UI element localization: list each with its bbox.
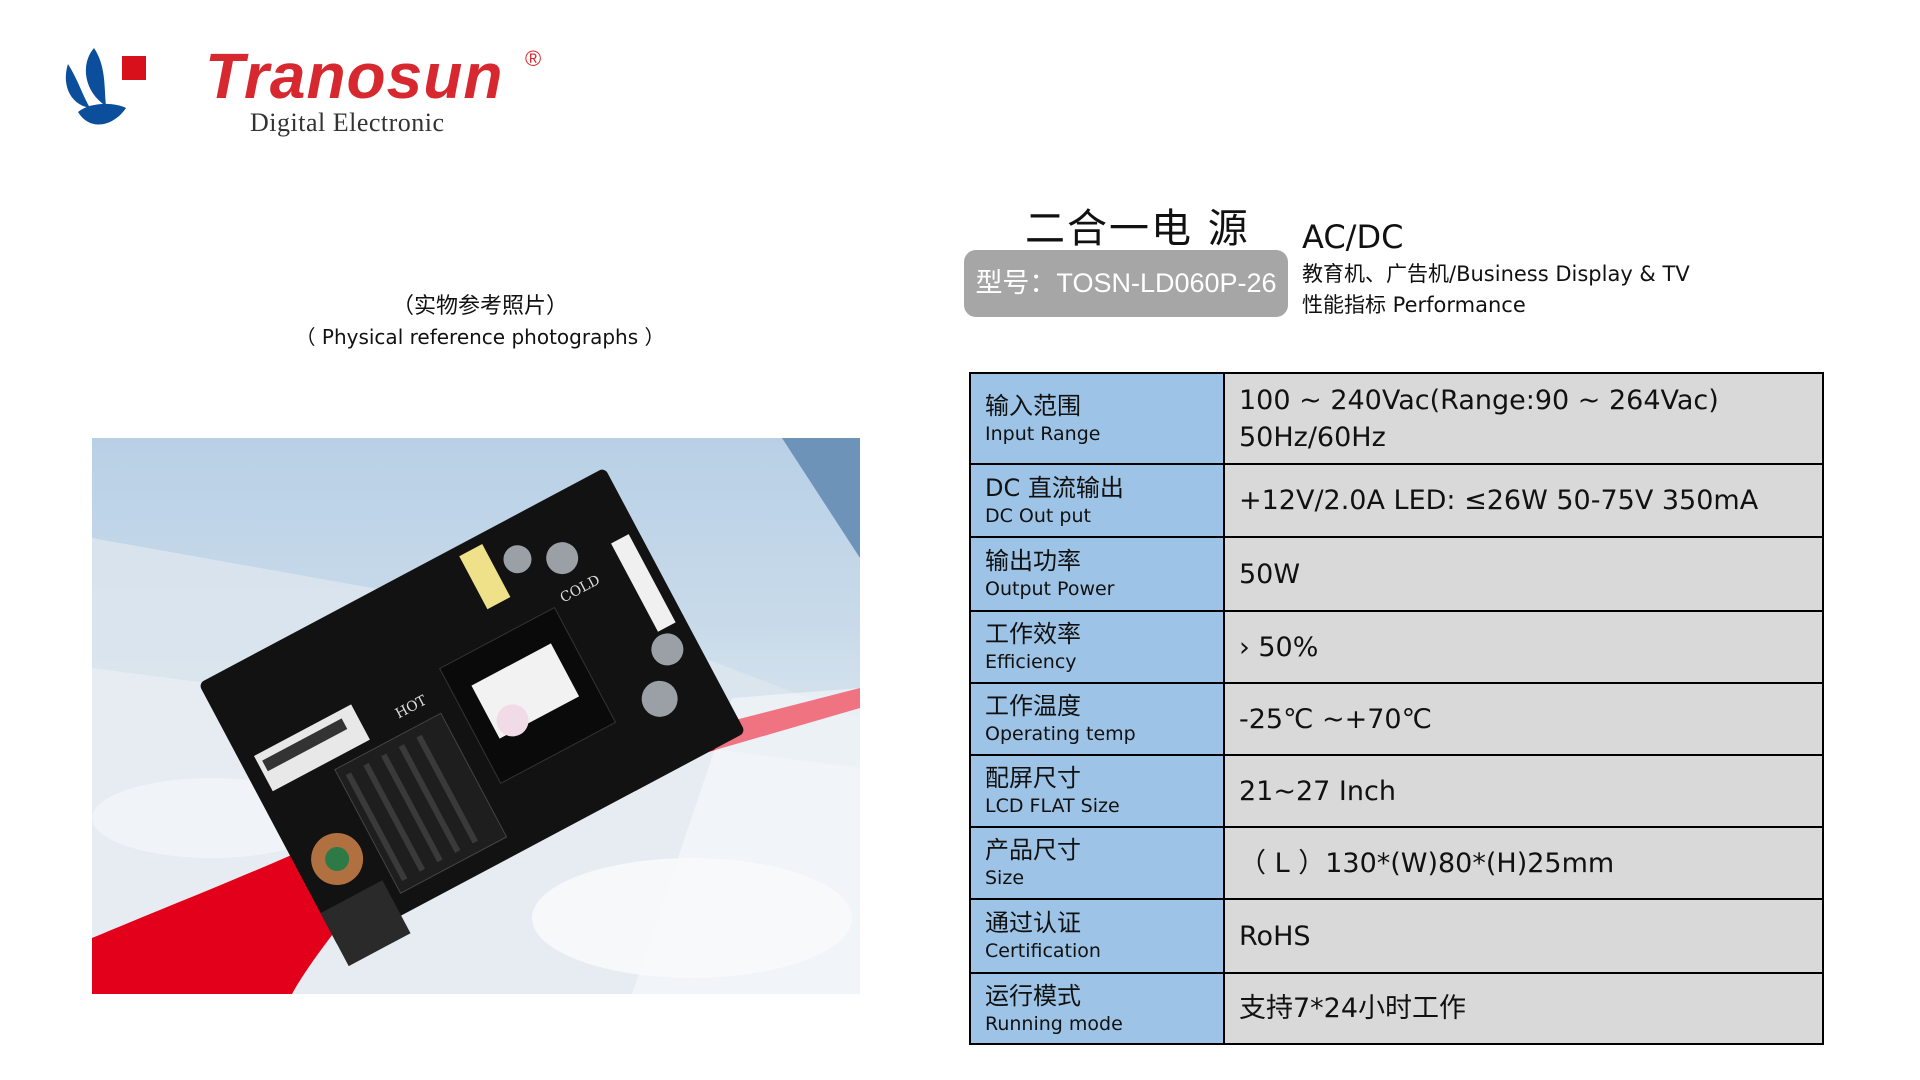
spec-value-line: 21~27 Inch	[1239, 775, 1396, 807]
spec-value: -25℃ ~+70℃	[1223, 682, 1824, 756]
table-row: 工作效率 Efficiency › 50%	[969, 610, 1824, 684]
spec-label-cn: 工作温度	[985, 692, 1081, 720]
brand-mark-icon	[65, 48, 146, 125]
photo-caption-cn: （实物参考照片）	[391, 294, 568, 319]
spec-value-line: -25℃ ~+70℃	[1239, 703, 1432, 735]
spec-value: 50W	[1223, 536, 1824, 612]
spec-label-en: Operating temp	[985, 723, 1136, 745]
spec-label-cn: DC 直流输出	[985, 473, 1124, 502]
spec-value: › 50%	[1223, 610, 1824, 684]
table-row: 通过认证 Certification RoHS	[969, 898, 1824, 974]
registered-mark: ®	[525, 46, 542, 71]
spec-label: DC 直流输出 DC Out put	[969, 463, 1225, 538]
table-row: 运行模式 Running mode 支持7*24小时工作	[969, 972, 1824, 1045]
spec-label: 输入范围 Input Range	[969, 372, 1225, 465]
spec-value-line: 100 ~ 240Vac(Range:90 ~ 264Vac)	[1239, 384, 1719, 416]
pcb-board-illustration: COLD HOT	[92, 438, 860, 994]
spec-value-line: › 50%	[1239, 631, 1319, 663]
spec-label-en: Size	[985, 867, 1025, 889]
spec-value-line: 支持7*24小时工作	[1239, 993, 1467, 1024]
spec-value: 100 ~ 240Vac(Range:90 ~ 264Vac) 50Hz/60H…	[1223, 372, 1824, 465]
spec-label-en: Running mode	[985, 1012, 1123, 1035]
table-row: 输入范围 Input Range 100 ~ 240Vac(Range:90 ~…	[969, 372, 1824, 465]
spec-value-line: 50Hz/60Hz	[1239, 421, 1386, 453]
spec-label-cn: 运行模式	[985, 981, 1081, 1010]
application-line: 教育机、广告机/Business Display & TV	[1302, 262, 1690, 286]
brand-subtitle: Digital Electronic	[250, 108, 445, 137]
model-number-badge: 型号：TOSN-LD060P-26	[964, 250, 1288, 317]
spec-value-line: （ L ）130*(W)80*(H)25mm	[1239, 847, 1615, 879]
spec-value-line: 50W	[1239, 558, 1301, 590]
table-row: 产品尺寸 Size （ L ）130*(W)80*(H)25mm	[969, 826, 1824, 900]
table-row: 输出功率 Output Power 50W	[969, 536, 1824, 612]
product-photo: COLD HOT	[92, 438, 860, 994]
spec-label-cn: 通过认证	[985, 909, 1081, 937]
spec-label-cn: 输入范围	[985, 391, 1081, 420]
spec-value-line: RoHS	[1239, 920, 1311, 952]
photo-caption: （实物参考照片） （ Physical reference photograph…	[250, 292, 710, 352]
spec-table: 输入范围 Input Range 100 ~ 240Vac(Range:90 ~…	[969, 372, 1824, 1045]
spec-label-en: Certification	[985, 940, 1101, 962]
spec-label-en: Input Range	[985, 422, 1101, 445]
spec-value-line: +12V/2.0A LED: ≤26W 50-75V 350mA	[1239, 485, 1759, 516]
table-row: 工作温度 Operating temp -25℃ ~+70℃	[969, 682, 1824, 756]
table-row: DC 直流输出 DC Out put +12V/2.0A LED: ≤26W 5…	[969, 463, 1824, 538]
product-title: 二合一电 源	[1025, 206, 1250, 252]
spec-value: 21~27 Inch	[1223, 754, 1824, 828]
spec-label-en: Efficiency	[985, 651, 1077, 673]
performance-heading: 性能指标 Performance	[1302, 293, 1526, 317]
product-type: AC/DC	[1302, 218, 1404, 256]
spec-value: RoHS	[1223, 898, 1824, 974]
spec-label: 产品尺寸 Size	[969, 826, 1225, 900]
spec-value: +12V/2.0A LED: ≤26W 50-75V 350mA	[1223, 463, 1824, 538]
spec-label-en: LCD FLAT Size	[985, 795, 1120, 817]
spec-label: 工作效率 Efficiency	[969, 610, 1225, 684]
spec-label: 工作温度 Operating temp	[969, 682, 1225, 756]
spec-value: （ L ）130*(W)80*(H)25mm	[1223, 826, 1824, 900]
brand-logo: Tranosun ® Digital Electronic	[60, 40, 550, 140]
spec-label: 通过认证 Certification	[969, 898, 1225, 974]
spec-value: 支持7*24小时工作	[1223, 972, 1824, 1045]
spec-label: 运行模式 Running mode	[969, 972, 1225, 1045]
spec-label: 配屏尺寸 LCD FLAT Size	[969, 754, 1225, 828]
photo-caption-en: （ Physical reference photographs ）	[295, 325, 665, 349]
brand-name: Tranosun	[205, 40, 504, 112]
spec-label-en: DC Out put	[985, 504, 1091, 527]
spec-label-cn: 配屏尺寸	[985, 764, 1081, 792]
spec-label-en: Output Power	[985, 578, 1115, 600]
spec-label-cn: 输出功率	[985, 547, 1081, 575]
spec-label-cn: 产品尺寸	[985, 836, 1081, 864]
spec-label-cn: 工作效率	[985, 620, 1081, 648]
spec-label: 输出功率 Output Power	[969, 536, 1225, 612]
table-row: 配屏尺寸 LCD FLAT Size 21~27 Inch	[969, 754, 1824, 828]
